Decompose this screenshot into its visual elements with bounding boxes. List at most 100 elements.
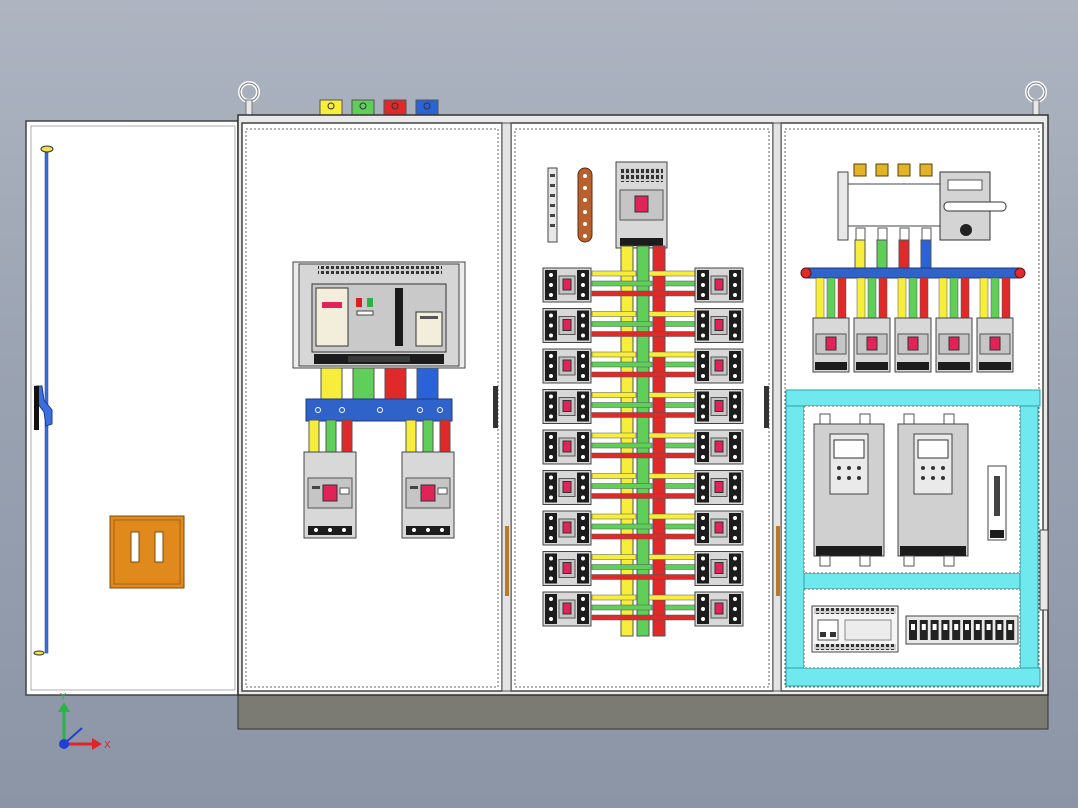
feeder-breaker-right[interactable] [694,551,744,586]
breaker-handle-icon[interactable] [562,521,572,534]
drive-mccb[interactable] [894,277,932,373]
feeder-breaker-right[interactable] [694,348,744,384]
mccb-incoming-2[interactable] [401,451,455,539]
feeder-breaker-left[interactable] [542,551,592,586]
feeder-strap-yellow [648,554,696,560]
feeder-strap-green [664,361,696,368]
feeder-strap-green [664,442,696,449]
mccb-incoming-1[interactable] [303,451,357,539]
changeover-switch[interactable] [837,163,1007,243]
feeder-breaker-right[interactable] [694,470,744,505]
feeder-breaker-left[interactable] [542,267,592,303]
phase-markers [319,99,439,116]
vfd-1-keypad-icon[interactable] [837,466,861,480]
section-drives [780,122,1049,692]
phase-marker-green [351,99,375,116]
feeder-strap-yellow [591,311,637,317]
drives-busbar [800,267,1026,279]
breaker-handle-icon[interactable] [714,521,724,534]
cyan-din-rails [785,389,1041,687]
feeder-strap-yellow [648,594,696,601]
breaker-handle-icon[interactable] [714,400,724,412]
feeder-strap-green [591,402,653,408]
feeder-strap-yellow [591,594,637,601]
drive-mccb[interactable] [976,277,1014,373]
breaker-handle-icon[interactable] [989,336,1001,351]
breaker-handle-icon[interactable] [714,319,724,331]
feeder-breaker-right[interactable] [694,267,744,303]
breaker-handle-icon[interactable] [714,602,724,615]
vfd-2-keypad-icon[interactable] [921,466,945,480]
vfd-2[interactable] [897,413,969,567]
breaker-handle-icon[interactable] [714,481,724,493]
breaker-handle-icon[interactable] [866,336,878,351]
feeder-breaker-left[interactable] [542,348,592,384]
vfd-1[interactable] [813,413,885,567]
air-circuit-breaker[interactable] [292,261,466,369]
breaker-handle-icon[interactable] [714,278,724,291]
drive-mccb[interactable] [853,277,891,373]
feeder-strap-green [591,564,653,570]
feeder-breaker-left[interactable] [542,389,592,424]
feeder-breaker-right[interactable] [694,510,744,546]
feeder-breaker-right[interactable] [694,429,744,465]
breaker-handle-icon[interactable] [562,319,572,331]
feeder-strap-red [591,574,669,580]
feeder-strap-red [667,533,696,540]
drive-mccb[interactable] [935,277,973,373]
feeder-strap-red [667,493,696,499]
breaker-handle-icon[interactable] [825,336,837,351]
breaker-handle-icon[interactable] [562,278,572,291]
feeder-row [542,389,744,424]
axis-x-label: X [104,740,111,751]
breaker-handle-icon[interactable] [562,602,572,615]
breaker-handle-icon[interactable] [562,400,572,412]
feeder-strap-yellow [648,473,696,479]
lifting-eye-left-icon [238,81,260,117]
feeder-breaker-left[interactable] [542,510,592,546]
door-handle-icon[interactable] [35,385,53,427]
breaker-handle-icon[interactable] [562,359,572,372]
feeder-strap-green [664,604,696,611]
feeder-breaker-left[interactable] [542,591,592,627]
feeder-row [542,429,744,465]
feeder-breaker-right[interactable] [694,591,744,627]
feeder-main-breaker[interactable] [615,161,668,249]
feeder-strap-red [591,371,669,378]
feeder-breaker-left[interactable] [542,470,592,505]
terminal-box [109,515,185,589]
feeder-strap-red [667,614,696,621]
drive-mccb-row [812,277,1014,373]
breaker-handle-icon[interactable] [714,562,724,574]
feeder-row [542,470,744,505]
breaker-handle-icon[interactable] [948,336,960,351]
feeder-row [542,510,744,546]
section-feeders [510,122,774,692]
breaker-handle-icon[interactable] [562,481,572,493]
breaker-handle-icon[interactable] [714,359,724,372]
feeder-strap-yellow [648,513,696,520]
feeder-row [542,308,744,343]
feeder-breaker-right[interactable] [694,389,744,424]
breaker-handle-icon[interactable] [562,562,572,574]
copper-earth-bar [577,167,593,243]
feeder-breaker-left[interactable] [542,308,592,343]
breaker-handle-icon[interactable] [714,440,724,453]
feeder-rows [542,267,744,627]
feeder-strap-red [591,290,669,297]
feeder-strap-yellow [591,513,637,520]
feeder-strap-red [591,533,669,540]
feeder-strap-yellow [648,311,696,317]
feeder-strap-red [667,371,696,378]
breaker-handle-icon[interactable] [907,336,919,351]
breaker-handle-icon[interactable] [562,440,572,453]
drive-mccb[interactable] [812,277,850,373]
feeder-strap-red [591,493,669,499]
switch-knob-icon[interactable] [960,224,972,236]
feeder-strap-green [664,564,696,570]
cabinet-door[interactable] [25,120,239,696]
feeder-breaker-left[interactable] [542,429,592,465]
feeder-breaker-right[interactable] [694,308,744,343]
plc-controller[interactable] [811,605,899,653]
